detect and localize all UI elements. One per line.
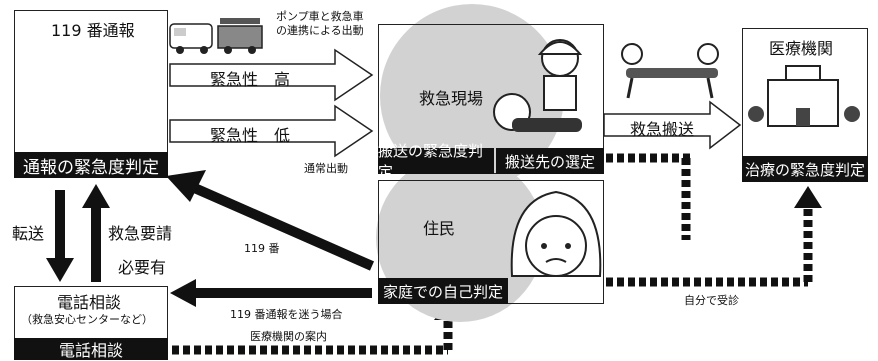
transfer-label: 転送 — [12, 224, 45, 243]
call-119-arrow — [187, 181, 375, 271]
call-119-label: 119 番 — [244, 242, 280, 255]
report-box: 119 番通報 — [14, 10, 168, 176]
transport-arrow — [603, 100, 742, 150]
patient-icon — [493, 93, 582, 132]
paramedic-icon — [537, 39, 583, 111]
report-box-title: 119 番通報 — [51, 21, 135, 40]
phone-consult-footer: 電話相談 — [14, 338, 168, 360]
scene-box-title: 救急現場 — [419, 89, 484, 108]
phone-consult-title: 電話相談 — [57, 293, 122, 312]
self-visit-label: 自分で受診 — [684, 294, 739, 307]
worried-resident-icon — [510, 190, 602, 277]
fire-engine-icon — [217, 18, 263, 54]
unsure-119-label: 119 番通報を迷う場合 — [230, 308, 343, 321]
normal-dispatch-label: 通常出動 — [304, 162, 348, 175]
hospital-building-icon — [748, 65, 860, 127]
urgency-low-label: 緊急性 低 — [210, 126, 291, 145]
report-box-footer: 通報の緊急度判定 — [14, 152, 168, 178]
transport-label: 救急搬送 — [630, 120, 695, 139]
vehicles-note-line2: の連携による出動 — [276, 24, 364, 37]
resident-box-title: 住民 — [423, 219, 456, 238]
phone-consult-subtitle: （救急安心センターなど） — [21, 313, 153, 326]
resident-footer: 家庭での自己判定 — [378, 278, 508, 304]
phone-consult-box: 電話相談 （救急安心センターなど） — [14, 286, 168, 342]
urgency-low-arrow — [169, 104, 374, 158]
ambulance-icon — [169, 23, 213, 54]
urgency-high-arrow — [169, 48, 374, 102]
vehicles-note-line1: ポンプ車と救急車 — [276, 10, 364, 23]
scene-circle — [380, 4, 564, 188]
ambulance-request-label: 救急要請 — [108, 224, 173, 243]
hospital-footer: 治療の緊急度判定 — [742, 156, 868, 182]
scene-footer-right: 搬送先の選定 — [496, 148, 604, 174]
hospital-box-title: 医療機関 — [769, 39, 834, 58]
needed-label: 必要有 — [118, 258, 167, 277]
hospital-guide-label: 医療機関の案内 — [250, 330, 327, 343]
scene-footer-left: 搬送の緊急度判定 — [378, 142, 494, 181]
urgency-high-label: 緊急性 高 — [210, 70, 291, 89]
stretcher-team-icon — [621, 43, 719, 99]
